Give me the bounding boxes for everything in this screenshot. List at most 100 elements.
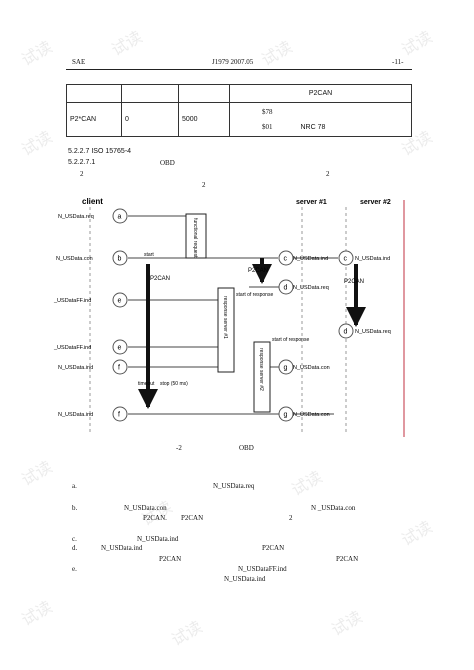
header-right: -11- (392, 58, 404, 66)
label-usdataff-ind: _USDataFF.ind (53, 345, 91, 351)
circle-d-server2: d (338, 323, 354, 339)
circle-e2: e (112, 339, 128, 355)
functional-request-label: functional request (192, 218, 198, 258)
label-start-response1: start of response (236, 292, 273, 298)
label-server2-usdata-req: N_USData.req (355, 329, 391, 335)
list-e-term1: N_USDataFF.ind (238, 565, 287, 573)
circle-a: a (112, 208, 128, 224)
watermark: 试读 (398, 517, 436, 550)
label-server1-usdata-con: N_USData.con (293, 412, 330, 418)
label-server1-usdata-req: N_USData.req (293, 285, 329, 291)
table-cell (66, 84, 122, 103)
circle-e1: e (112, 292, 128, 308)
circle-b: b (112, 250, 128, 266)
svg-text:c: c (344, 256, 348, 263)
watermark: 试读 (108, 27, 146, 60)
watermark: 试读 (138, 497, 176, 530)
circle-g1: g (278, 359, 294, 375)
table-cell-max: 5000 (178, 102, 230, 137)
functional-request-box (185, 213, 207, 259)
list-d-p2can-b: P2CAN (159, 555, 182, 563)
timing-diagram: client server #1 server #2 N_USData.req … (53, 197, 405, 437)
table-desc-nrc: NRC 78 (300, 123, 326, 131)
header-center: J1979 2007.05 (212, 58, 254, 66)
label-server1-usdata-con: N_USData.con (293, 365, 330, 371)
label-server2-usdata-ind: N_USData.ind (355, 256, 390, 262)
list-b-p2can-b: P2CAN (181, 514, 204, 522)
label-usdata-ind: N_USData.ind (58, 365, 93, 371)
list-b-number: 2 (289, 514, 293, 522)
svg-text:b: b (118, 256, 122, 263)
section-title: 5.2.2.7 ISO 15765-4 (68, 148, 132, 155)
table-cell-desc: $78 $01 NRC 78 (229, 102, 412, 137)
list-b-term2: N _USData.con (311, 504, 356, 512)
table-cell (121, 84, 179, 103)
svg-text:d: d (344, 329, 348, 336)
figure-caption: OBD (239, 444, 254, 452)
list-marker-a: a. (72, 482, 77, 490)
label-start: start (144, 252, 154, 258)
label-timeout: timeout (138, 381, 155, 387)
circle-g2: g (278, 406, 294, 422)
response-server2-label: response server #2 (258, 348, 264, 391)
svg-text:e: e (118, 298, 122, 305)
watermark: 试读 (18, 597, 56, 630)
svg-text:f: f (118, 365, 120, 372)
table-desc-code: $01 (262, 122, 273, 131)
svg-text:f: f (118, 412, 120, 419)
label-p2can-server2: P2CAN (344, 279, 364, 285)
svg-text:c: c (284, 256, 288, 263)
number-a: 2 (80, 170, 84, 178)
watermark: 试读 (328, 607, 366, 640)
response-server1-label: response server #1 (222, 296, 228, 339)
watermark: 试读 (258, 37, 296, 70)
figure-number: -2 (176, 444, 182, 452)
table-header-row: P2CAN (66, 84, 412, 103)
list-marker-d: d. (72, 544, 78, 552)
svg-text:e: e (118, 345, 122, 352)
label-p2can-server1: P2CAN (248, 268, 268, 274)
watermark: 试读 (18, 37, 56, 70)
table-desc-line2: $01 NRC 78 (262, 120, 408, 135)
table-cell-param: P2*CAN (66, 102, 122, 137)
watermark: 试读 (18, 457, 56, 490)
watermark: 试读 (18, 127, 56, 160)
list-c-term: N_USData.ind (137, 535, 179, 543)
label-server1-usdata-ind: N_USData.ind (293, 256, 328, 262)
label-usdata-req: N_USData.req (58, 214, 94, 220)
response-server2-box (253, 341, 271, 413)
list-d-term: N_USData.ind (101, 544, 143, 552)
response-server1-box (217, 287, 235, 373)
watermark: 试读 (288, 467, 326, 500)
label-start-response2: start of response (272, 337, 309, 343)
table-cell (178, 84, 230, 103)
list-d-p2can-a: P2CAN (262, 544, 285, 552)
table-cell-min: 0 (121, 102, 179, 137)
circle-c-server1: c (278, 250, 294, 266)
table-row: P2*CAN 0 5000 $78 $01 NRC 78 (66, 102, 412, 137)
list-a-term: N_USData.req (213, 482, 255, 490)
table-header-p2can: P2CAN (229, 84, 412, 103)
watermark: 试读 (168, 617, 206, 650)
svg-text:a: a (118, 214, 122, 221)
column-client: client (82, 197, 103, 206)
list-b-p2can-a: P2CAN. (143, 514, 167, 522)
number-b: 2 (326, 170, 330, 178)
list-marker-b: b. (72, 504, 78, 512)
timing-table: P2CAN P2*CAN 0 5000 $78 $01 NRC 78 (66, 84, 412, 137)
circle-d-server1: d (278, 279, 294, 295)
label-usdata-con: N_USData.con (56, 256, 93, 262)
circle-f2: f (112, 406, 128, 422)
label-usdata-ind: N_USData.ind (58, 412, 93, 418)
subsection-text: OBD (160, 159, 175, 167)
svg-text:g: g (284, 365, 288, 372)
watermark: 试读 (398, 27, 436, 60)
list-d-p2can-c: P2CAN (336, 555, 359, 563)
label-usdataff-ind: _USDataFF.ind (53, 298, 91, 304)
table-desc-line1: $78 (262, 107, 273, 116)
svg-text:g: g (284, 412, 288, 419)
header-left: SAE (72, 58, 86, 66)
list-e-term2: N_USData.ind (224, 575, 266, 583)
subsection-number: 5.2.2.7.1 (68, 159, 96, 166)
list-marker-e: e. (72, 565, 77, 573)
